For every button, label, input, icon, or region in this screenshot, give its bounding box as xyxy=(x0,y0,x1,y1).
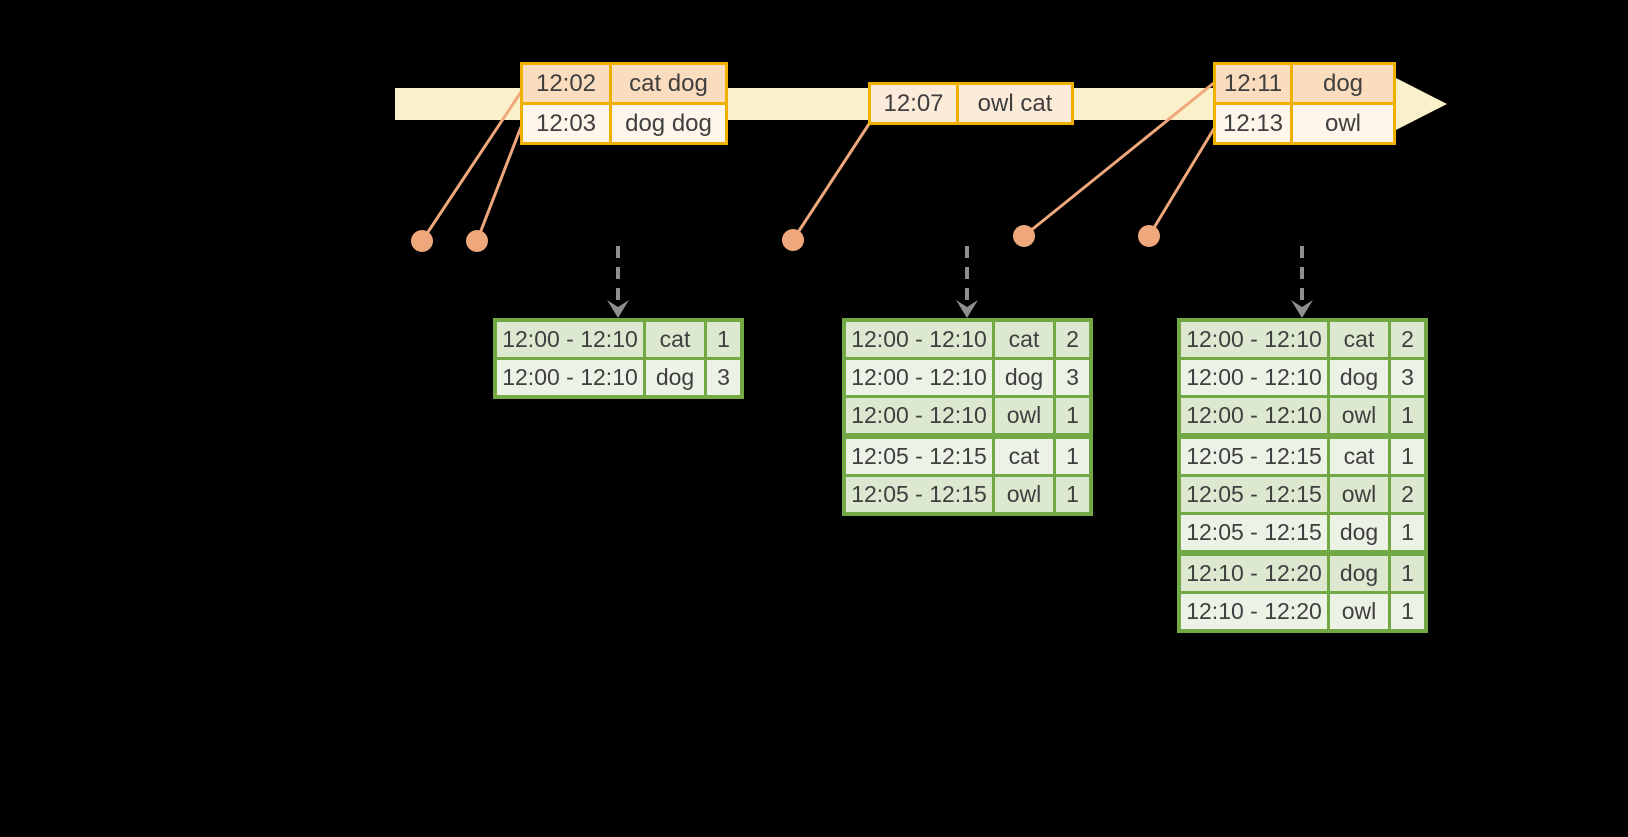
event-box-1207: 12:07 owl cat xyxy=(868,82,1074,125)
connector-line xyxy=(475,126,523,242)
word-cell: cat xyxy=(643,322,704,357)
window-cell: 12:00 - 12:10 xyxy=(502,364,638,390)
window-cell: 12:05 - 12:15 xyxy=(1186,443,1322,469)
word-cell: dog xyxy=(1327,515,1388,550)
word-cell: dog xyxy=(992,360,1053,395)
connector-line xyxy=(791,123,871,241)
window-cell: 12:05 - 12:15 xyxy=(1186,519,1322,545)
word-cell: cat xyxy=(1327,439,1388,474)
timeline-arrowhead-icon xyxy=(1394,77,1447,131)
word-cell: dog xyxy=(643,360,704,395)
count-cell: 1 xyxy=(1388,439,1424,474)
event-time-cell: 12:02 xyxy=(523,65,612,102)
count-cell: 1 xyxy=(1388,515,1424,550)
count-cell: 3 xyxy=(1388,360,1424,395)
count-cell: 1 xyxy=(1053,398,1089,433)
count-cell: 1 xyxy=(1053,477,1089,512)
connector-line xyxy=(1147,126,1217,237)
word-cell: owl xyxy=(1327,477,1388,512)
window-cell: 12:00 - 12:10 xyxy=(502,326,638,352)
count-cell: 1 xyxy=(1053,439,1089,474)
window-cell: 12:05 - 12:15 xyxy=(851,443,987,469)
event-words-cell: dog dog xyxy=(625,109,712,137)
event-words-cell: owl cat xyxy=(977,89,1053,117)
count-cell: 3 xyxy=(1053,360,1089,395)
word-cell: cat xyxy=(1327,322,1388,357)
window-cell: 12:00 - 12:10 xyxy=(1186,364,1322,390)
event-row: 12:07 owl cat xyxy=(871,85,1071,122)
event-time-cell: 12:07 xyxy=(871,85,959,122)
count-cell: 1 xyxy=(1388,398,1424,433)
count-cell: 2 xyxy=(1388,477,1424,512)
word-cell: cat xyxy=(992,439,1053,474)
word-cell: cat xyxy=(992,322,1053,357)
word-cell: owl xyxy=(992,398,1053,433)
window-cell: 12:00 - 12:10 xyxy=(851,402,987,428)
event-box-1202-1203: 12:02 cat dog 12:03 dog dog xyxy=(520,62,728,145)
window-cell: 12:00 - 12:10 xyxy=(851,364,987,390)
word-cell: dog xyxy=(1327,360,1388,395)
event-dot xyxy=(1013,225,1035,247)
word-cell: dog xyxy=(1327,556,1388,591)
word-cell: owl xyxy=(1327,594,1388,629)
count-cell: 1 xyxy=(704,322,740,357)
event-dot xyxy=(782,229,804,251)
window-cell: 12:10 - 12:20 xyxy=(1186,598,1322,624)
event-box-1211-1213: 12:11 dog 12:13 owl xyxy=(1213,62,1396,145)
event-words-cell: cat dog xyxy=(629,69,708,97)
event-row: 12:02 cat dog xyxy=(523,65,725,102)
count-cell: 1 xyxy=(1388,556,1424,591)
window-cell: 12:00 - 12:10 xyxy=(1186,326,1322,352)
trigger-arrowhead-icon xyxy=(956,300,978,318)
event-time-cell: 12:13 xyxy=(1216,105,1293,142)
word-cell: owl xyxy=(992,477,1053,512)
window-cell: 12:05 - 12:15 xyxy=(851,481,987,507)
window-cell: 12:10 - 12:20 xyxy=(1186,560,1322,586)
word-cell: owl xyxy=(1327,398,1388,433)
count-cell: 1 xyxy=(1388,594,1424,629)
window-cell: 12:00 - 12:10 xyxy=(851,326,987,352)
event-row: 12:11 dog xyxy=(1216,65,1393,102)
trigger-arrowhead-icon xyxy=(607,300,629,318)
event-dot xyxy=(1138,225,1160,247)
count-cell: 2 xyxy=(1388,322,1424,357)
event-dot xyxy=(466,230,488,252)
event-time-cell: 12:03 xyxy=(523,105,612,142)
event-row: 12:03 dog dog xyxy=(523,102,725,142)
event-words-cell: owl xyxy=(1324,109,1361,137)
window-cell: 12:05 - 12:15 xyxy=(1186,481,1322,507)
trigger-arrowhead-icon xyxy=(1291,300,1313,318)
window-cell: 12:00 - 12:10 xyxy=(1186,402,1322,428)
count-cell: 2 xyxy=(1053,322,1089,357)
event-words-cell: dog xyxy=(1322,69,1364,97)
event-row: 12:13 owl xyxy=(1216,102,1393,142)
event-time-cell: 12:11 xyxy=(1216,65,1293,102)
event-dot xyxy=(411,230,433,252)
count-cell: 3 xyxy=(704,360,740,395)
